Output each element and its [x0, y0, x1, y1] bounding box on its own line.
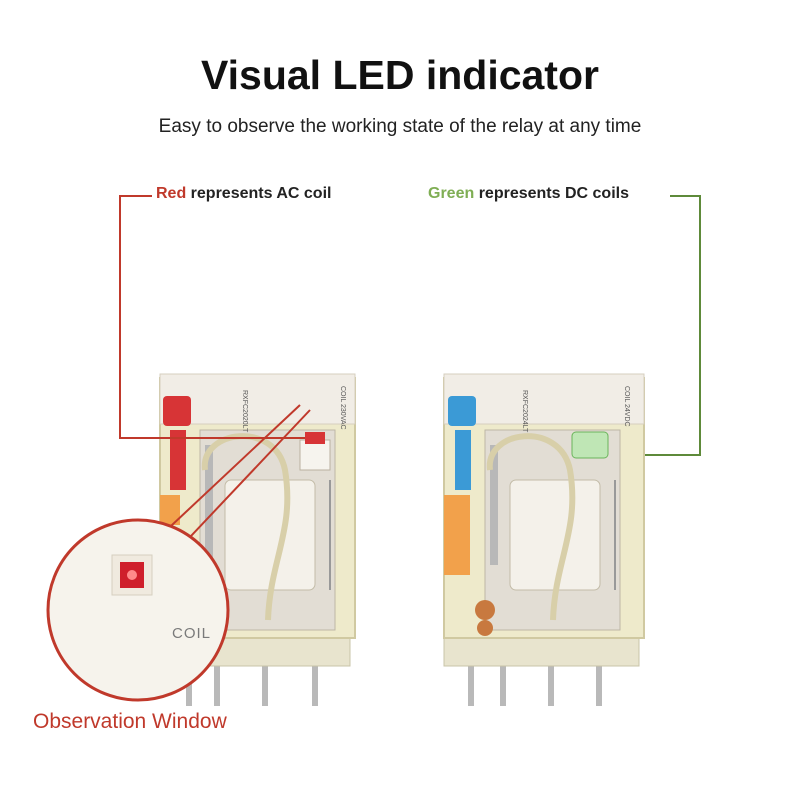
page-title: Visual LED indicator	[201, 52, 599, 98]
green-word: Green	[428, 185, 475, 202]
ac-relay-rating: COIL 230VAC	[339, 386, 346, 430]
dc-coil-label: Green represents DC coils	[428, 185, 629, 203]
dc-relay-model: RXFC2024LT	[521, 390, 528, 433]
coil-label: COIL	[172, 625, 212, 642]
observation-zoom	[46, 404, 311, 702]
ac-coil-label: Red represents AC coil	[156, 185, 331, 203]
ac-relay	[159, 373, 356, 706]
page-subtitle: Easy to observe the working state of the…	[158, 116, 642, 137]
ac-pointer-line	[119, 195, 305, 439]
ac-relay-model: RXFC2020LT	[241, 390, 248, 433]
red-word: Red	[156, 185, 187, 202]
green-label-text: represents DC coils	[474, 185, 629, 202]
dc-pointer-line	[645, 195, 701, 456]
observation-window-label: Observation Window	[33, 710, 227, 733]
dc-relay	[443, 373, 645, 706]
dc-relay-rating: COIL 24VDC	[623, 386, 630, 427]
red-label-text: represents AC coil	[186, 185, 332, 202]
